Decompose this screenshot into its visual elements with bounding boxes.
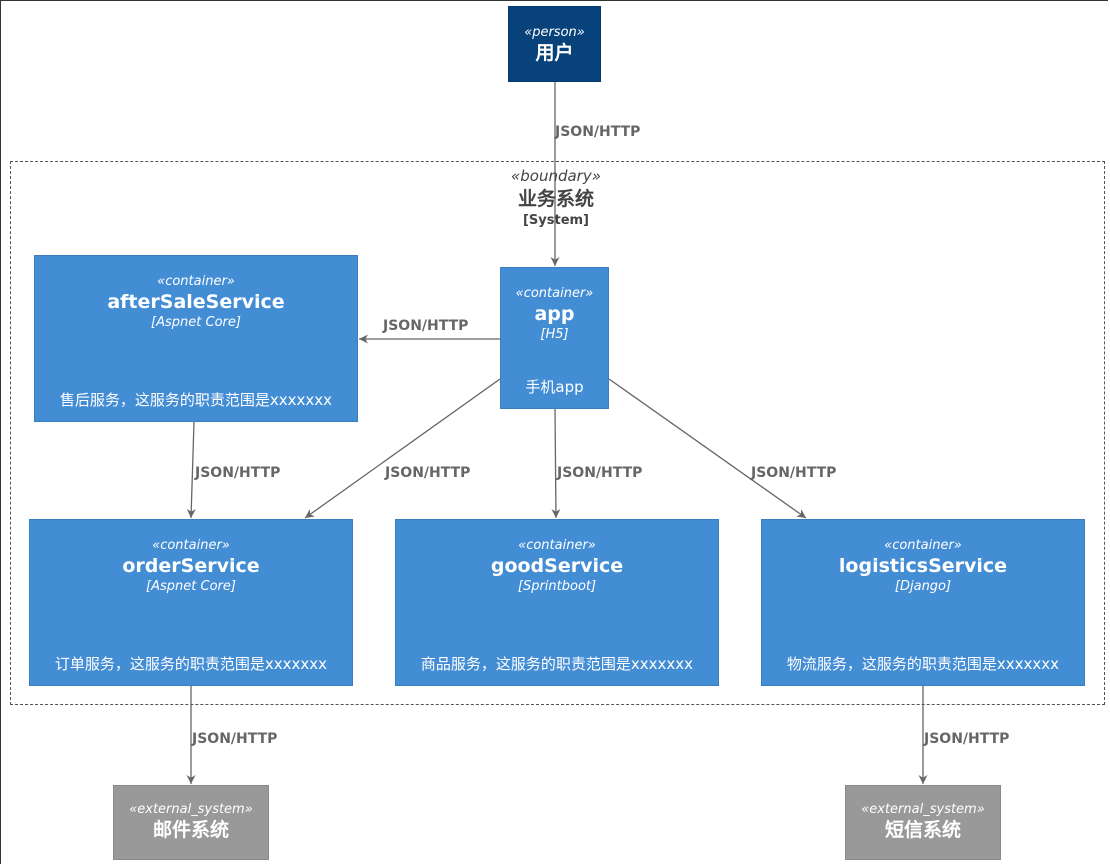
edge-app-good xyxy=(551,408,561,519)
aftersale-tech: [Aspnet Core] xyxy=(151,315,241,330)
boundary-stereotype: «boundary» xyxy=(511,167,601,185)
edge-app-order xyxy=(304,378,501,519)
edge-label-aftersale-order: JSON/HTTP xyxy=(195,465,281,481)
sms-stereotype: «external_system» xyxy=(861,802,985,817)
good-service-node[interactable]: «container» goodService [Sprintboot] 商品服… xyxy=(395,519,719,686)
mail-name: 邮件系统 xyxy=(152,819,229,841)
order-stereotype: «container» xyxy=(152,538,230,553)
user-person-node[interactable]: «person» 用户 xyxy=(508,6,601,82)
order-tech: [Aspnet Core] xyxy=(146,579,236,594)
edge-label-user-app: JSON/HTTP xyxy=(555,124,641,140)
user-name: 用户 xyxy=(535,42,574,64)
good-name: goodService xyxy=(490,555,624,577)
aftersale-name: afterSaleService xyxy=(107,291,285,313)
sms-system-node[interactable]: «external_system» 短信系统 xyxy=(845,785,1001,860)
good-tech: [Sprintboot] xyxy=(517,579,597,594)
system-boundary xyxy=(10,161,1105,705)
edge-app-logistics xyxy=(608,378,807,519)
order-service-node[interactable]: «container» orderService [Aspnet Core] 订… xyxy=(29,519,353,686)
good-desc: 商品服务，这服务的职责范围是xxxxxxx xyxy=(420,655,694,673)
logistics-tech: [Django] xyxy=(894,579,952,594)
logistics-name: logisticsService xyxy=(838,555,1008,577)
logistics-service-node[interactable]: «container» logisticsService [Django] 物流… xyxy=(761,519,1085,686)
logistics-desc: 物流服务，这服务的职责范围是xxxxxxx xyxy=(786,655,1060,673)
logistics-stereotype: «container» xyxy=(884,538,962,553)
mail-stereotype: «external_system» xyxy=(129,802,253,817)
app-name: app xyxy=(534,303,575,325)
boundary-name: 业务系统 xyxy=(517,188,594,210)
edge-label-app-good: JSON/HTTP xyxy=(557,465,643,481)
app-tech: [H5] xyxy=(540,327,569,342)
order-desc: 订单服务，这服务的职责范围是xxxxxxx xyxy=(54,655,328,673)
app-desc: 手机app xyxy=(525,378,584,396)
order-name: orderService xyxy=(122,555,260,577)
edge-label-app-logistics: JSON/HTTP xyxy=(751,465,837,481)
user-stereotype: «person» xyxy=(524,25,585,40)
edge-label-logistics-sms: JSON/HTTP xyxy=(924,731,1010,747)
boundary-header: «boundary» 业务系统 [System] xyxy=(456,166,656,230)
edge-aftersale-order xyxy=(186,421,196,519)
app-container-node[interactable]: «container» app [H5] 手机app xyxy=(500,267,609,409)
edge-label-app-order: JSON/HTTP xyxy=(385,465,471,481)
aftersale-service-node[interactable]: «container» afterSaleService [Aspnet Cor… xyxy=(34,255,358,422)
mail-system-node[interactable]: «external_system» 邮件系统 xyxy=(113,785,269,860)
good-stereotype: «container» xyxy=(518,538,596,553)
app-stereotype: «container» xyxy=(515,286,594,301)
boundary-type: [System] xyxy=(522,213,590,228)
aftersale-desc: 售后服务，这服务的职责范围是xxxxxxx xyxy=(59,391,333,409)
edge-label-order-mail: JSON/HTTP xyxy=(192,731,278,747)
edge-label-app-aftersale: JSON/HTTP xyxy=(383,318,469,334)
aftersale-stereotype: «container» xyxy=(157,274,235,289)
sms-name: 短信系统 xyxy=(884,819,961,841)
